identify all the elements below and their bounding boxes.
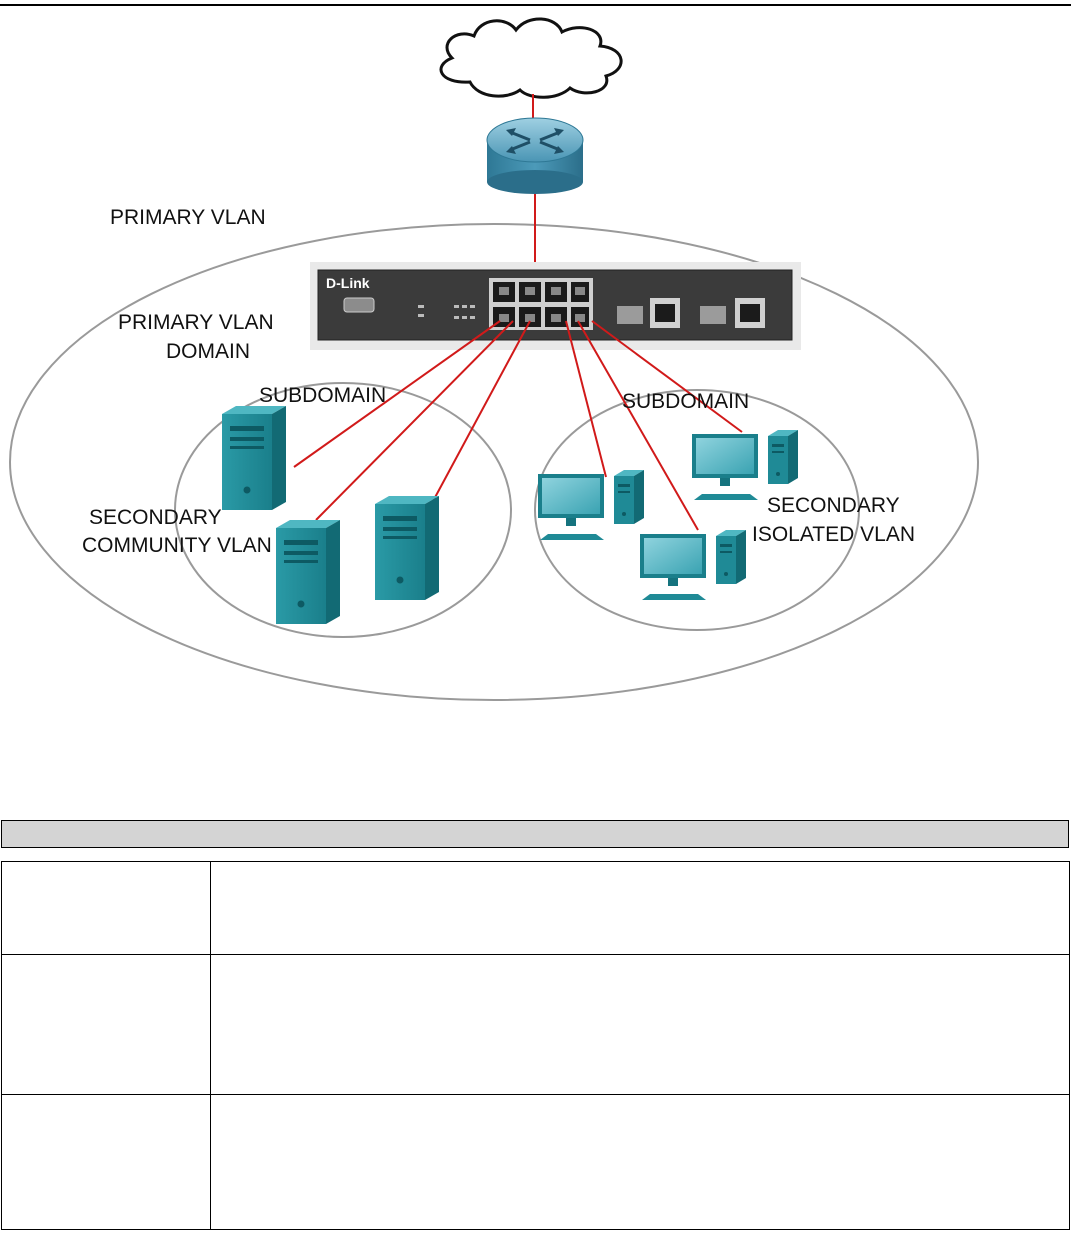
top-rule (0, 4, 1071, 6)
server-icon (276, 520, 340, 624)
server-icon (375, 496, 439, 600)
primary-vlan-ellipse (9, 223, 979, 701)
desktop-pc-icon (640, 530, 746, 600)
label-subdomain-left: SUBDOMAIN (259, 384, 386, 407)
parameter-table (1, 861, 1070, 1230)
switch-brand: D-Link (326, 275, 370, 291)
desktop-pc-icon (538, 470, 644, 540)
label-primary-vlan: PRIMARY VLAN (110, 206, 266, 229)
parameter-name-cell (1, 1094, 211, 1230)
label-secondary-community: SECONDARY (89, 506, 222, 529)
label-secondary-community: COMMUNITY VLAN (82, 534, 272, 557)
label-primary-vlan-domain: DOMAIN (166, 340, 250, 363)
label-subdomain-right: SUBDOMAIN (622, 390, 749, 413)
cloud-icon (439, 17, 623, 99)
label-primary-vlan-domain: PRIMARY VLAN (118, 311, 274, 334)
switch-icon: D-Link (310, 262, 801, 350)
table-row (1, 954, 1070, 1095)
table-header-bar (1, 820, 1069, 848)
left-subdomain-ellipse (174, 382, 512, 638)
parameter-name-cell (1, 954, 211, 1095)
parameter-description-cell (210, 1094, 1070, 1230)
router-icon (486, 117, 584, 194)
parameter-description-cell (210, 861, 1070, 955)
private-vlan-diagram: D-Link (9, 17, 979, 701)
label-secondary-isolated: SECONDARY (767, 494, 900, 517)
host-links (293, 320, 743, 531)
table-row (1, 1094, 1070, 1230)
desktop-pc-icon (692, 430, 798, 500)
label-secondary-isolated: ISOLATED VLAN (752, 523, 915, 546)
parameter-name-cell (1, 861, 211, 955)
table-row (1, 861, 1070, 955)
parameter-description-cell (210, 954, 1070, 1095)
server-icon (222, 406, 286, 510)
right-subdomain-ellipse (534, 389, 860, 631)
